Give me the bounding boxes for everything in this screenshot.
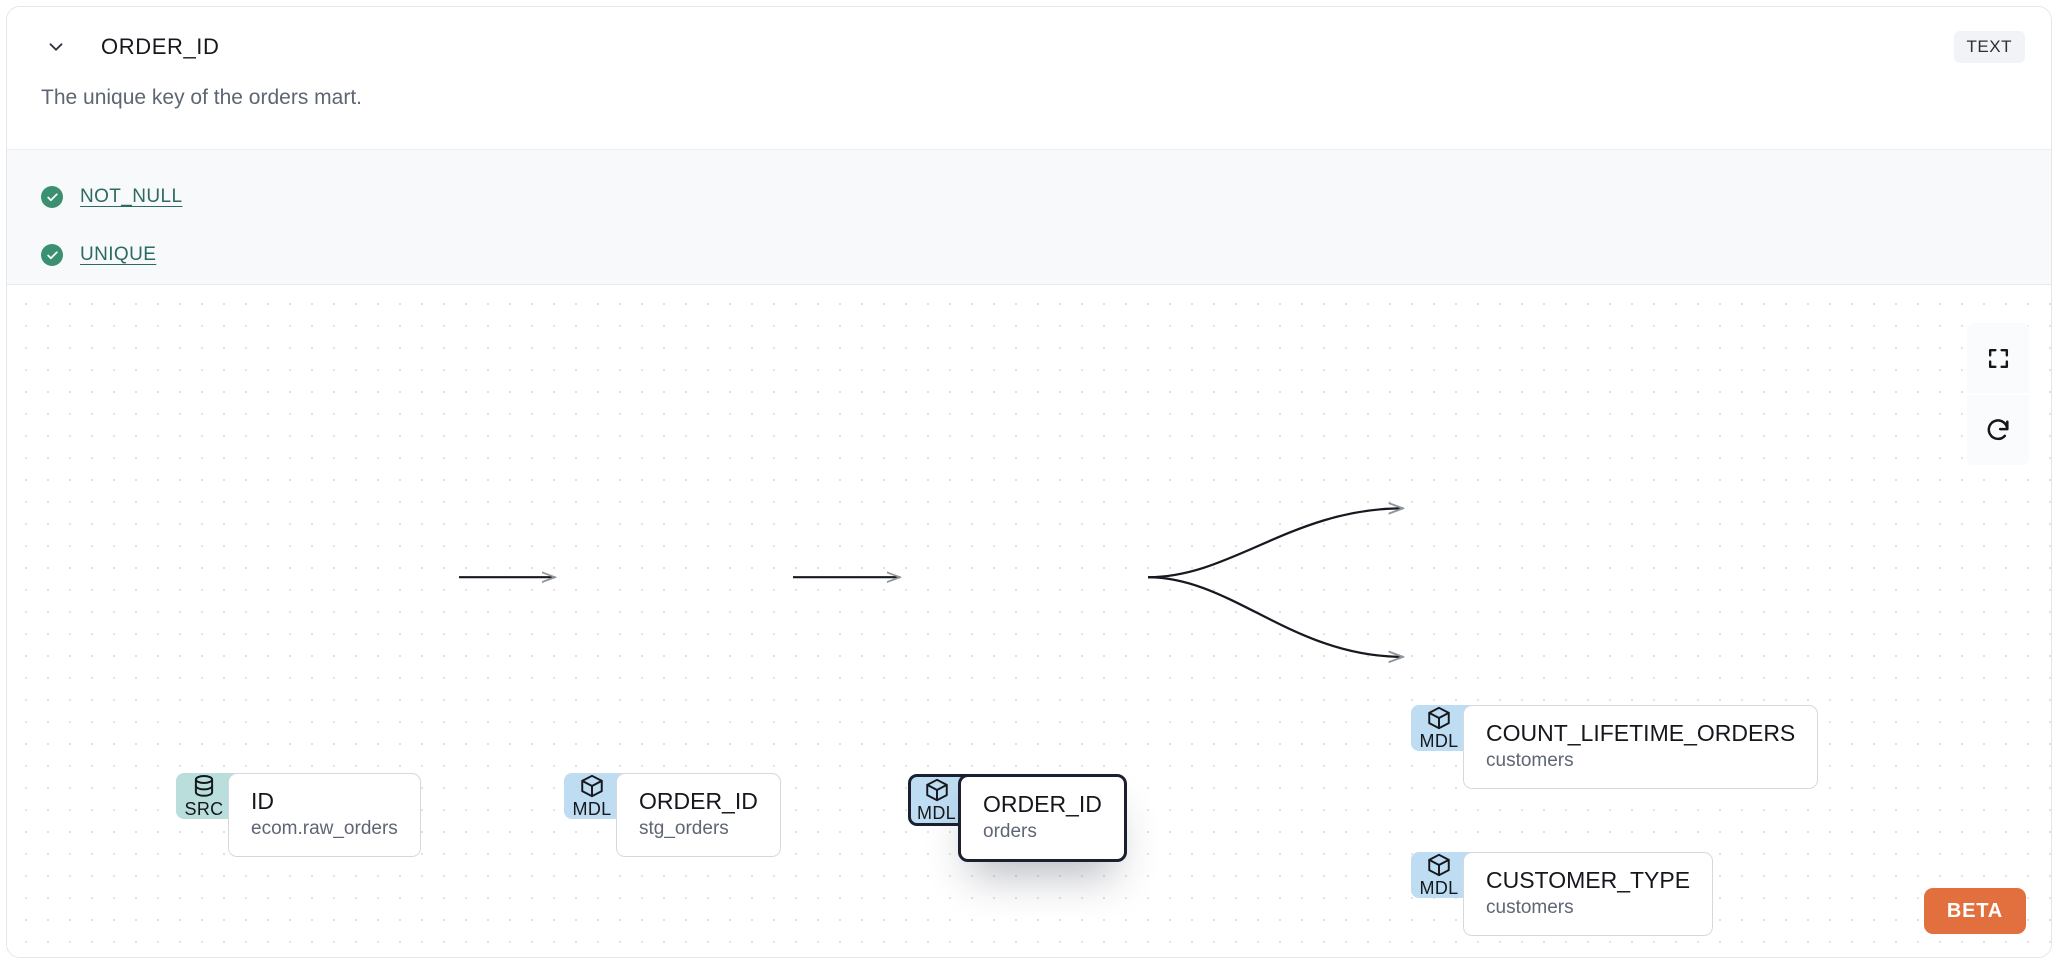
lineage-node-orders-selected[interactable]: MDL ORDER_ID orders xyxy=(908,774,1127,862)
node-column-name: COUNT_LIFETIME_ORDERS xyxy=(1486,720,1796,746)
canvas-controls xyxy=(1967,323,2029,465)
node-badge-label: MDL xyxy=(572,799,612,819)
test-link-unique[interactable]: UNIQUE xyxy=(80,244,157,265)
panel-header: ORDER_ID TEXT xyxy=(7,7,2051,87)
chevron-down-icon[interactable] xyxy=(41,32,71,62)
lineage-node-stg-orders[interactable]: MDL ORDER_ID stg_orders xyxy=(564,773,781,857)
node-body: COUNT_LIFETIME_ORDERS customers xyxy=(1463,705,1819,789)
node-source-name: customers xyxy=(1486,750,1574,772)
node-column-name: CUSTOMER_TYPE xyxy=(1486,867,1691,893)
lineage-node-count-lifetime-orders[interactable]: MDL COUNT_LIFETIME_ORDERS customers xyxy=(1411,705,1819,789)
refresh-icon[interactable] xyxy=(1967,395,2029,465)
node-body: CUSTOMER_TYPE customers xyxy=(1463,852,1714,936)
node-body: ID ecom.raw_orders xyxy=(228,773,421,857)
node-source-name: orders xyxy=(983,821,1037,843)
check-circle-icon xyxy=(41,244,63,266)
node-source-name: stg_orders xyxy=(639,818,729,840)
node-badge-label: SRC xyxy=(184,799,224,819)
tests-section: NOT_NULL UNIQUE xyxy=(7,149,2051,285)
node-badge-mdl: MDL xyxy=(564,773,626,819)
cube-icon xyxy=(1426,852,1452,878)
node-badge-label: MDL xyxy=(1419,878,1459,898)
check-circle-icon xyxy=(41,186,63,208)
node-body: ORDER_ID stg_orders xyxy=(616,773,781,857)
beta-badge[interactable]: BETA xyxy=(1923,888,2026,934)
edge-orders-to-count xyxy=(1147,508,1403,579)
lineage-canvas[interactable]: SRC ID ecom.raw_orders MDL ORDE xyxy=(7,285,2051,957)
lineage-node-customer-type[interactable]: MDL CUSTOMER_TYPE customers xyxy=(1411,852,1714,936)
test-row: NOT_NULL xyxy=(41,168,2017,226)
node-badge-mdl: MDL xyxy=(1411,705,1473,751)
page-title: ORDER_ID xyxy=(101,34,220,59)
database-icon xyxy=(191,773,217,799)
node-column-name: ID xyxy=(251,788,274,814)
cube-icon xyxy=(1426,705,1452,731)
node-body: ORDER_ID orders xyxy=(958,774,1127,862)
node-badge-src: SRC xyxy=(176,773,238,819)
fit-view-icon[interactable] xyxy=(1967,323,2029,393)
node-badge-mdl: MDL xyxy=(1411,852,1473,898)
data-type-badge: TEXT xyxy=(1953,31,2025,63)
cube-icon xyxy=(924,777,950,803)
node-column-name: ORDER_ID xyxy=(983,791,1102,817)
lineage-node-src-id[interactable]: SRC ID ecom.raw_orders xyxy=(176,773,421,857)
node-badge-label: MDL xyxy=(917,803,956,823)
node-source-name: ecom.raw_orders xyxy=(251,818,398,840)
test-row: UNIQUE xyxy=(41,226,2017,284)
node-column-name: ORDER_ID xyxy=(639,788,758,814)
column-description: The unique key of the orders mart. xyxy=(41,86,362,109)
cube-icon xyxy=(579,773,605,799)
node-source-name: customers xyxy=(1486,897,1574,919)
node-badge-label: MDL xyxy=(1419,731,1459,751)
column-detail-panel: ORDER_ID TEXT The unique key of the orde… xyxy=(6,6,2052,958)
test-link-not-null[interactable]: NOT_NULL xyxy=(80,186,183,207)
edge-orders-to-customer-type xyxy=(1147,576,1403,657)
description-row: The unique key of the orders mart. xyxy=(7,87,2051,149)
